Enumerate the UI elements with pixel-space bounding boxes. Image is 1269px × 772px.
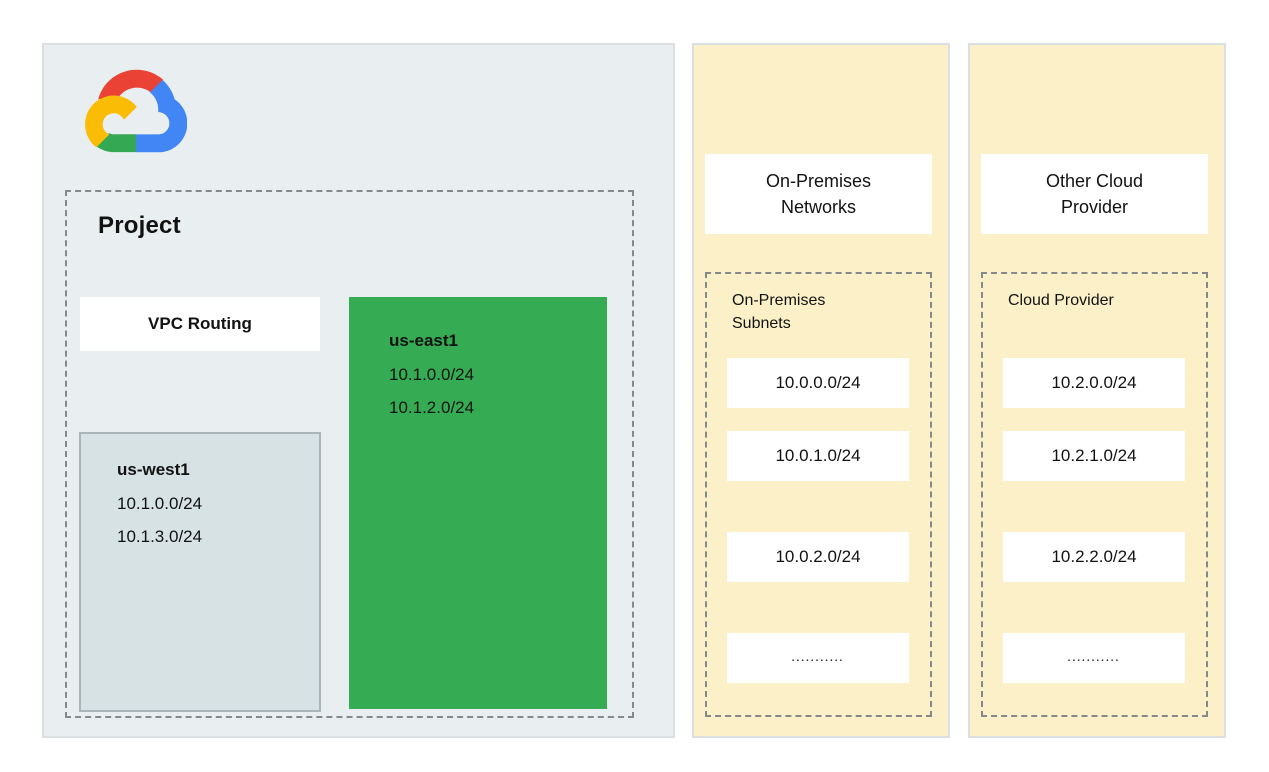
region-subnet: 10.1.0.0/24 (117, 494, 203, 513)
gcp-panel: Project VPC Routing us-east1 10.1.0.0/24… (42, 43, 675, 738)
subnet-box: 10.0.1.0/24 (727, 431, 909, 481)
region-name: us-west1 (117, 460, 190, 479)
subnet-box: 10.2.0.0/24 (1003, 358, 1185, 408)
project-title: Project (98, 212, 181, 239)
vpc-routing-box: VPC Routing (80, 297, 320, 351)
subnet-box: 10.2.1.0/24 (1003, 431, 1185, 481)
on-premises-title: On-Premises Networks (765, 170, 872, 217)
subnet-box: 10.0.2.0/24 (727, 532, 909, 582)
google-cloud-logo-icon (85, 69, 188, 153)
region-us-east1: us-east1 10.1.0.0/24 10.1.2.0/24 (349, 297, 607, 709)
on-premises-subnets-label: On-Premises Subnets (732, 292, 826, 333)
cloud-provider-label: Cloud Provider (1008, 292, 1114, 309)
other-cloud-panel: Other Cloud Provider Cloud Provider 10.2… (968, 43, 1226, 738)
region-subnet: 10.1.3.0/24 (117, 527, 203, 546)
logo-yellow-segment (85, 95, 137, 148)
region-us-west1: us-west1 10.1.0.0/24 10.1.3.0/24 (79, 432, 321, 712)
logo-blue-segment (133, 79, 188, 153)
other-cloud-title: Other Cloud Provider (1045, 170, 1144, 217)
region-name: us-east1 (389, 331, 458, 350)
region-subnet: 10.1.0.0/24 (389, 365, 475, 384)
on-premises-subnets-group: On-Premises Subnets 10.0.0.0/24 10.0.1.0… (705, 272, 932, 717)
region-subnet: 10.1.2.0/24 (389, 398, 475, 417)
on-premises-panel: On-Premises Networks On-Premises Subnets… (692, 43, 950, 738)
subnet-box: 10.0.0.0/24 (727, 358, 909, 408)
cloud-provider-subnets-group: Cloud Provider 10.2.0.0/24 10.2.1.0/24 1… (981, 272, 1208, 717)
project-boundary: Project VPC Routing us-east1 10.1.0.0/24… (65, 190, 634, 718)
subnet-ellipsis-box: ........... (727, 633, 909, 683)
subnet-ellipsis-box: ........... (1003, 633, 1185, 683)
other-cloud-title-box: Other Cloud Provider (981, 154, 1208, 234)
subnet-box: 10.2.2.0/24 (1003, 532, 1185, 582)
on-premises-title-box: On-Premises Networks (705, 154, 932, 234)
vpc-routing-label: VPC Routing (148, 314, 252, 333)
logo-green-segment (96, 133, 136, 153)
logo-red-segment (98, 69, 163, 100)
